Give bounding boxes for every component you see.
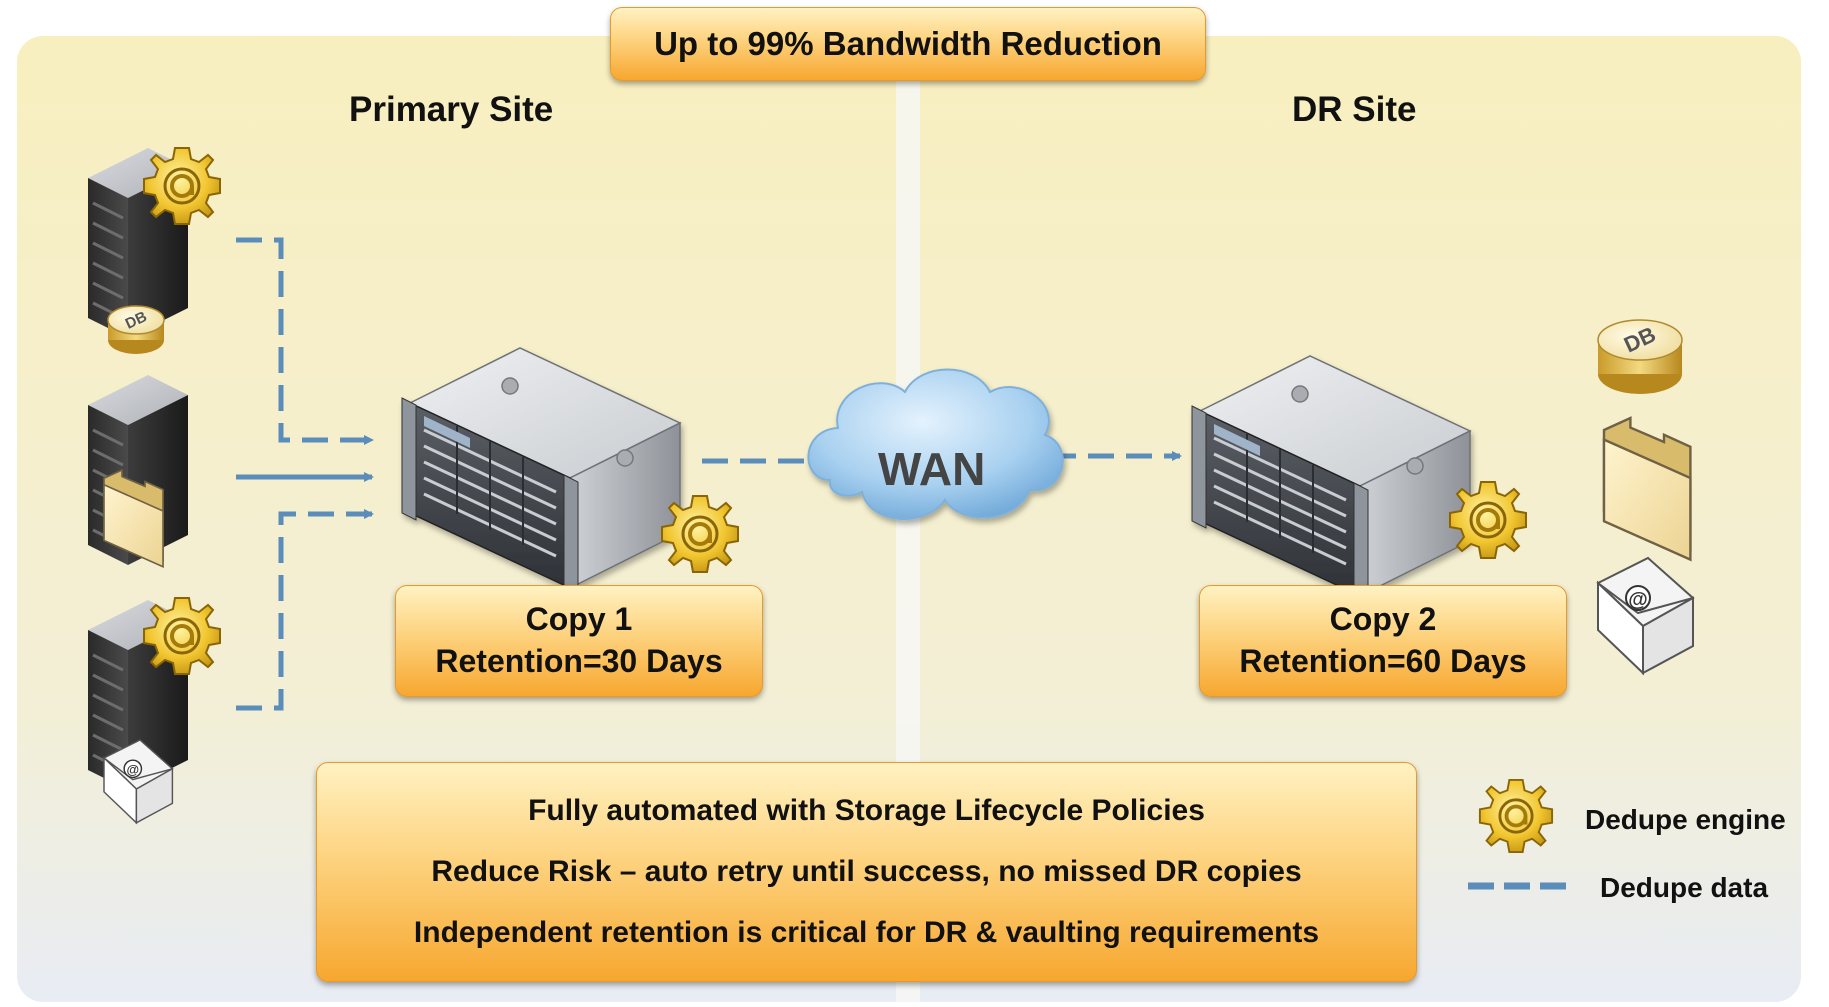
copy-1-retention: Retention=30 Days	[435, 643, 723, 679]
wan-cloud	[807, 368, 1064, 520]
copy-2-box: Copy 2 Retention=60 Days	[1199, 585, 1567, 697]
notes-box: Fully automated with Storage Lifecycle P…	[316, 762, 1417, 982]
legend-data-label: Dedupe data	[1600, 872, 1769, 903]
gear-icon	[1448, 480, 1528, 560]
copy-1-box: Copy 1 Retention=30 Days	[395, 585, 763, 697]
dedupe-path-email	[236, 509, 374, 711]
envelope-icon: @	[1597, 557, 1694, 674]
copy-2-title: Copy 2	[1329, 601, 1437, 637]
envelope-icon-label: @	[126, 762, 139, 777]
dedupe-path-db	[236, 237, 374, 445]
note-independent-retention: Independent retention is critical for DR…	[413, 916, 1320, 949]
db-icon: DB	[1597, 319, 1683, 394]
copy-1-title: Copy 1	[525, 601, 633, 637]
envelope-icon-label: @	[1628, 589, 1648, 611]
legend-engine-label: Dedupe engine	[1585, 804, 1786, 835]
db-icon: DB	[107, 305, 165, 354]
dr-site-title: DR Site	[1292, 90, 1417, 129]
copy-2-retention: Retention=60 Days	[1239, 643, 1527, 679]
gear-icon	[660, 494, 740, 574]
gear-icon	[142, 596, 222, 676]
gear-icon	[142, 146, 222, 226]
dedupe-data-paths	[236, 237, 374, 711]
bandwidth-banner-title: Up to 99% Bandwidth Reduction	[654, 25, 1162, 62]
bandwidth-banner: Up to 99% Bandwidth Reduction	[610, 7, 1206, 81]
note-automated: Fully automated with Storage Lifecycle P…	[528, 794, 1205, 827]
note-reduce-risk: Reduce Risk – auto retry until success, …	[431, 855, 1302, 888]
wan-label: WAN	[878, 443, 986, 495]
legend-gear-icon	[1478, 778, 1554, 854]
primary-site-title: Primary Site	[349, 90, 554, 129]
envelope-icon: @	[103, 739, 174, 824]
